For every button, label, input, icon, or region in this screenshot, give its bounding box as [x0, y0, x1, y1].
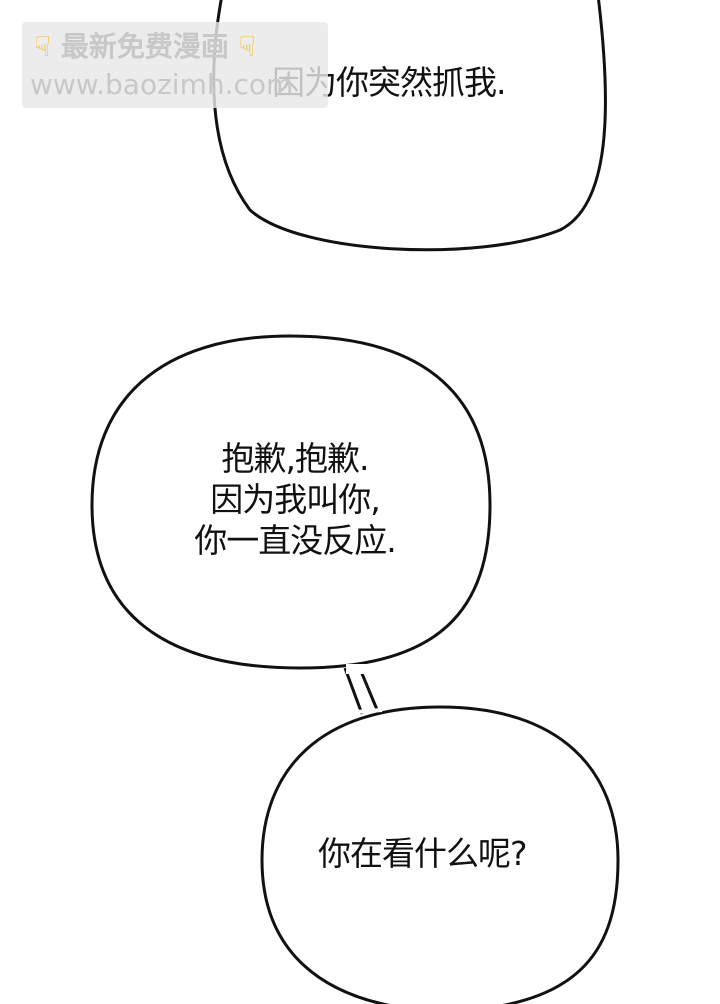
pointing-down-hand-icon: ☟ — [34, 30, 52, 63]
speech-text-middle-line-3: 你一直没反应. — [194, 521, 397, 560]
speech-text-middle: 抱歉,抱歉. 因为我叫你, 你一直没反应. — [140, 438, 450, 561]
speech-bubble-bottom — [260, 705, 620, 1004]
site-watermark: ☟ 最新免费漫画 ☟ www.baozimh.com — [22, 22, 328, 108]
speech-text-bottom: 你在看什么呢? — [318, 834, 528, 873]
speech-text-middle-line-1: 抱歉,抱歉. — [221, 439, 370, 478]
watermark-url: www.baozimh.com — [30, 68, 294, 101]
watermark-title-row: ☟ 最新免费漫画 ☟ — [34, 30, 256, 64]
watermark-title: 最新免费漫画 — [60, 30, 229, 63]
speech-text-middle-line-2: 因为我叫你, — [210, 480, 381, 519]
pointing-down-hand-icon: ☟ — [238, 30, 256, 63]
speech-bubble-middle — [90, 334, 492, 670]
